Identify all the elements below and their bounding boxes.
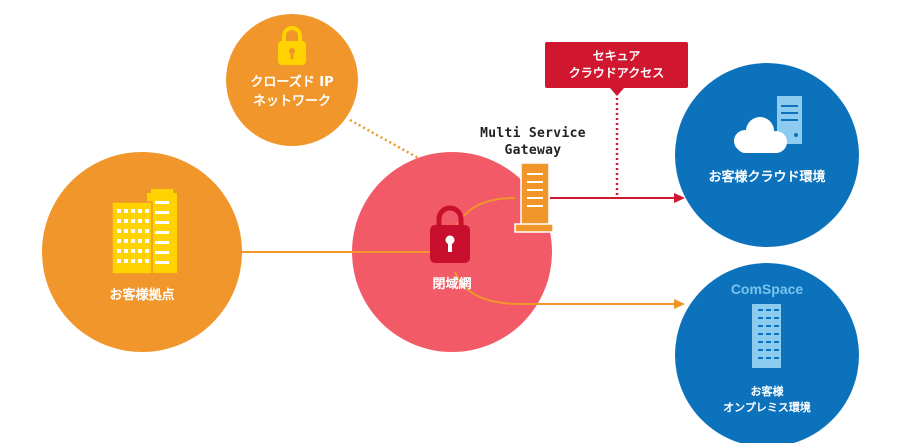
- onprem-arrowhead: [674, 299, 685, 309]
- closed-ip-node: [226, 14, 358, 146]
- cloud-env-label: お客様クラウド環境: [708, 170, 826, 185]
- comspace-brand: ComSpace: [730, 281, 804, 297]
- network-to-onprem-curve: [454, 271, 675, 305]
- closed-ip-label: クローズド IP ネットワーク: [250, 75, 334, 109]
- lock-icon: [430, 205, 470, 263]
- cloud-arrowhead: [674, 193, 685, 203]
- onprem-env-label: お客様 オンプレミス環境: [723, 385, 811, 414]
- building-icon: [752, 304, 781, 368]
- cloud-env-node: [675, 63, 859, 247]
- secure-access-badge: セキュア クラウドアクセス: [545, 42, 688, 88]
- customer-site-label: お客様拠点: [109, 288, 175, 303]
- network-to-gateway-curve: [454, 197, 516, 231]
- closed-network-label: 閉域網: [432, 277, 472, 292]
- gateway-label: Multi Service Gateway: [480, 126, 586, 158]
- secure-box-pointer: [610, 88, 624, 96]
- cloud-icon: [734, 117, 787, 153]
- building-icon: [111, 189, 177, 275]
- lock-icon: [278, 26, 306, 65]
- secure-access-label: セキュア クラウドアクセス: [568, 48, 665, 80]
- gateway-device-icon: [514, 162, 554, 233]
